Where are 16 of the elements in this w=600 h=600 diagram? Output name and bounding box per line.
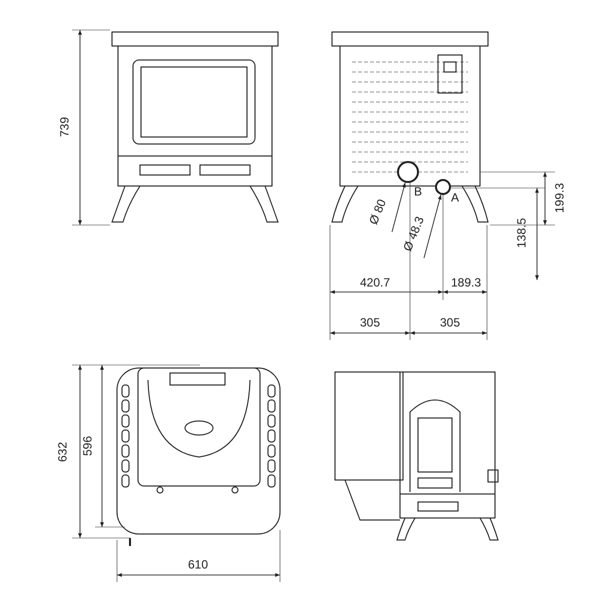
- dimension-number: 632: [56, 442, 70, 462]
- dimension-number: 305: [360, 316, 380, 330]
- leader-line: [424, 194, 442, 258]
- diameter-label: Ø 80: [367, 198, 389, 226]
- diameter-label: Ø 48.3: [401, 214, 427, 254]
- dimension-number: 596: [82, 436, 94, 456]
- dimension-number: 189.3: [450, 276, 482, 290]
- callout-letter: B: [414, 186, 422, 198]
- dimension-number: 305: [440, 316, 460, 330]
- dimension-number: 610: [188, 558, 208, 572]
- leader-line: [392, 182, 406, 232]
- callout-letter: A: [451, 192, 459, 204]
- dimension-number: 199.3: [554, 182, 566, 214]
- dimension-number: 420.7: [360, 276, 390, 290]
- dimension-number: 739: [58, 116, 72, 138]
- dimension-number: 138.5: [516, 218, 528, 248]
